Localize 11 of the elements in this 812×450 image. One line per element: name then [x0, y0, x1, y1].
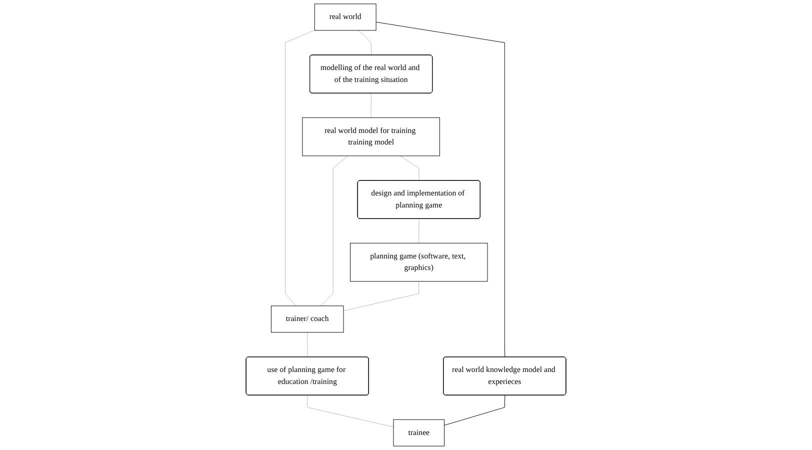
connector	[343, 281, 420, 312]
connector	[358, 30, 372, 56]
connector	[307, 332, 308, 358]
connector	[320, 156, 348, 306]
connector	[418, 218, 420, 244]
connector	[444, 395, 506, 426]
connector	[370, 93, 372, 118]
connector	[307, 395, 394, 428]
connector	[285, 30, 315, 306]
connector	[376, 22, 506, 358]
connector	[400, 156, 420, 181]
